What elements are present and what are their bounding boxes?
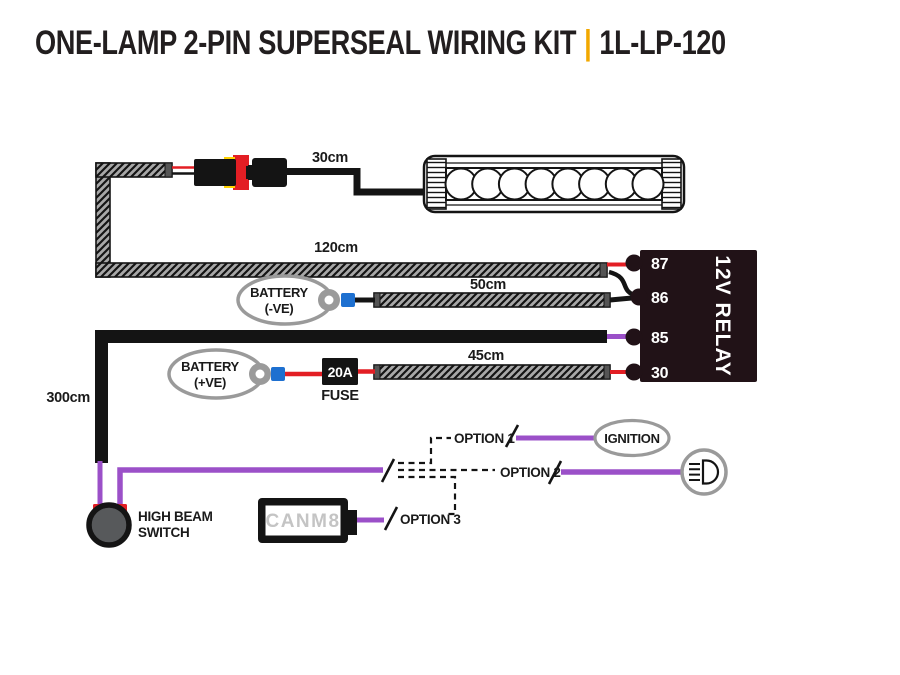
- sleeved-cable-main: [95, 162, 608, 278]
- blue-crimp-icon: [271, 367, 285, 381]
- lamp-tail-wire: [287, 168, 424, 196]
- superseal-connector-male: [248, 158, 287, 187]
- option-dashed-branches: [398, 436, 495, 516]
- canm8-label: CANM8: [265, 511, 340, 532]
- title-text: ONE-LAMP 2-PIN SUPERSEAL WIRING KIT: [35, 24, 577, 62]
- ring-terminal-icon: [318, 289, 340, 311]
- switch-label-2: SWITCH: [138, 525, 189, 540]
- relay-label: 12V RELAY: [711, 255, 734, 376]
- high-beam-switch: HIGH BEAM SWITCH: [86, 502, 213, 548]
- option3-label: OPTION 3: [400, 512, 461, 527]
- connector-pigtail-wires: [172, 166, 196, 175]
- fuse: 20A FUSE: [321, 358, 360, 404]
- fuse-label: FUSE: [321, 388, 359, 404]
- option2-label: OPTION 2: [500, 465, 561, 480]
- blue-crimp-icon: [341, 293, 355, 307]
- led-lenses: [444, 167, 665, 201]
- fuse-rating-label: 20A: [328, 364, 353, 380]
- switch-button: [86, 502, 132, 548]
- title-separator: |: [584, 24, 592, 62]
- battery-negative-label-2: (-VE): [265, 301, 294, 316]
- cable-length-300cm: 300cm: [46, 390, 90, 406]
- relay-terminal-87: 87: [651, 256, 669, 273]
- sleeved-cable-battery-positive: [373, 364, 611, 380]
- ignition-node: IGNITION: [593, 418, 671, 458]
- ring-terminal-icon: [249, 363, 271, 385]
- wire-break-slashes: [380, 424, 563, 531]
- ignition-label: IGNITION: [604, 431, 659, 446]
- cable-length-45cm: 45cm: [468, 348, 504, 364]
- led-lamp-bar: [422, 154, 686, 214]
- cable-length-50cm: 50cm: [470, 277, 506, 293]
- title-product-code: 1L-LP-120: [599, 24, 726, 62]
- switch-purple-wire-right: [117, 467, 383, 507]
- cable-length-30cm: 30cm: [312, 150, 348, 166]
- battery-negative: BATTERY (-VE): [236, 274, 355, 326]
- battery-positive: BATTERY (+VE): [167, 348, 285, 400]
- cable-length-120cm: 120cm: [314, 240, 358, 256]
- canm8-module: CANM8: [258, 498, 357, 543]
- relay-terminal-30: 30: [651, 365, 669, 382]
- high-beam-indicator-icon: [680, 448, 728, 496]
- relay-terminal-86: 86: [651, 290, 669, 307]
- switch-label-1: HIGH BEAM: [138, 509, 213, 524]
- switch-cable-300cm: [95, 330, 607, 463]
- battery-positive-label-1: BATTERY: [181, 359, 239, 374]
- sleeved-cable-battery-negative: [373, 292, 611, 308]
- relay: 87 86 85 30 12V RELAY: [625, 250, 757, 382]
- page-title: ONE-LAMP 2-PIN SUPERSEAL WIRING KIT|1L-L…: [35, 24, 726, 63]
- option1-label: OPTION 1: [454, 431, 515, 446]
- relay-terminal-85: 85: [651, 330, 669, 347]
- superseal-connector-female: [194, 155, 254, 190]
- battery-negative-label-1: BATTERY: [250, 285, 308, 300]
- battery-positive-label-2: (+VE): [194, 375, 226, 390]
